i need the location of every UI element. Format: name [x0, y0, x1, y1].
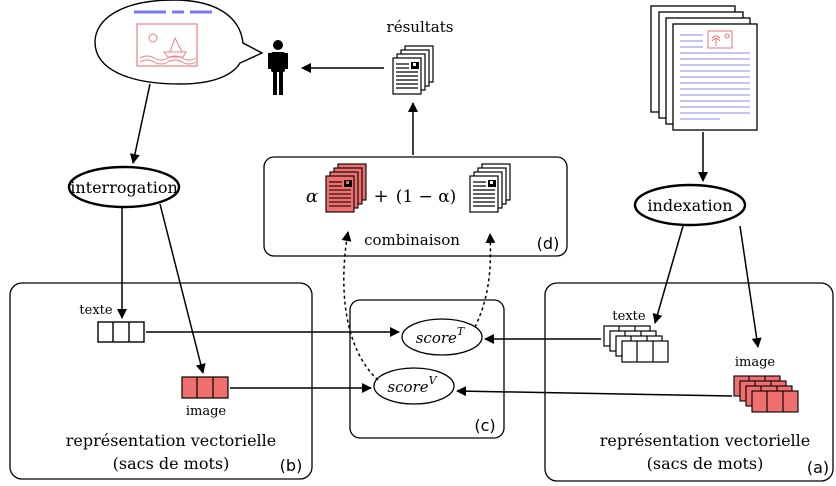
query-image-label: image	[186, 404, 227, 419]
score-text-word: score	[416, 329, 457, 347]
indexation-node	[633, 183, 747, 227]
query-image-vector	[181, 376, 229, 399]
score-visual-label: scoreV	[387, 374, 437, 396]
collection-image-vectors	[733, 375, 799, 413]
arrow-indexation-to-image	[739, 225, 762, 348]
score-visual-node	[373, 367, 455, 405]
query-speech-bubble	[94, 0, 264, 85]
score-visual-superscript: V	[429, 374, 438, 387]
collection-image-label: image	[735, 355, 776, 370]
query-text-label: texte	[79, 303, 112, 318]
arrow-score-visual-to-image-results	[341, 231, 379, 381]
query-text-vector	[97, 321, 145, 343]
interrogation-node	[67, 165, 181, 209]
interrogation-label: interrogation	[70, 178, 178, 197]
collection-panel-tag: (a)	[807, 458, 829, 477]
query-panel-title-line2: (sacs de mots)	[113, 454, 230, 473]
scores-panel	[349, 299, 505, 439]
collection-representation-panel	[544, 282, 834, 482]
score-text-superscript: T	[457, 325, 466, 338]
score-visual-word: score	[387, 378, 428, 396]
scores-panel-tag: (c)	[474, 416, 495, 435]
results-document-stack	[392, 45, 434, 95]
image-results-stack	[325, 163, 367, 213]
query-panel-tag: (b)	[280, 456, 303, 475]
collection-text-label: texte	[612, 309, 645, 324]
collection-text-vectors	[603, 325, 669, 363]
combination-panel	[263, 156, 568, 257]
collection-panel-title-line1: représentation vectorielle	[600, 431, 810, 450]
arrow-query-to-interrogation	[130, 83, 151, 164]
text-results-stack	[469, 163, 511, 213]
query-image-icon	[136, 23, 198, 67]
combination-tag: (d)	[537, 234, 560, 253]
alpha-symbol: α	[306, 186, 318, 207]
arrow-score-text-to-text-results	[474, 233, 496, 328]
arrow-collection-image-to-score-visual	[456, 386, 733, 397]
user-icon	[268, 40, 288, 95]
arrow-interrogation-to-image	[159, 203, 206, 374]
one-minus-alpha: (1 − α)	[396, 187, 457, 207]
results-label: résultats	[387, 18, 454, 36]
query-representation-panel	[9, 282, 313, 480]
indexation-label: indexation	[647, 196, 732, 215]
plus-sign: +	[373, 186, 388, 207]
combination-label: combinaison	[364, 231, 460, 249]
document-collection-icon	[650, 5, 758, 131]
query-panel-title-line1: représentation vectorielle	[66, 431, 276, 450]
score-text-node	[401, 318, 483, 356]
score-text-label: scoreT	[416, 325, 466, 347]
collection-panel-title-line2: (sacs de mots)	[647, 454, 764, 473]
arrow-indexation-to-text	[652, 225, 684, 324]
